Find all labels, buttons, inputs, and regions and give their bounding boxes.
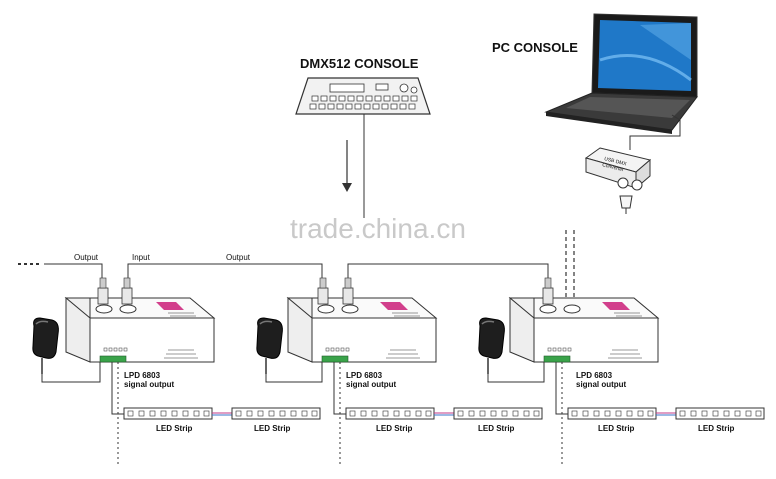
decoder-3-signal-label-1: LPD 6803: [576, 371, 613, 380]
decoder-1: [64, 277, 216, 363]
led-strip-4: [453, 407, 543, 420]
cable-label-output-1: Output: [74, 253, 99, 262]
led-strip-5: [567, 407, 657, 420]
decoder-2-signal-label-2: signal output: [346, 380, 397, 389]
decoder-2: [286, 277, 438, 363]
laptop-icon: [544, 13, 698, 134]
cable-label-input-1: Input: [132, 253, 151, 262]
bus-link-line-2: [347, 263, 549, 278]
led-strip-label-4: LED Strip: [478, 424, 515, 433]
bus-output-line-1: [44, 263, 103, 278]
decoder-1-signal-label-2: signal output: [124, 380, 175, 389]
led-strip-label-2: LED Strip: [254, 424, 291, 433]
signal-line-2: [333, 362, 346, 415]
decoder-1-signal-label-1: LPD 6803: [124, 371, 161, 380]
decoder-3-signal-label-2: signal output: [576, 380, 627, 389]
converter-plug: [619, 195, 633, 209]
power-adapter-1: [32, 317, 101, 383]
usb-dmx-converter: USB DMX Converter: [584, 147, 652, 191]
pc-console-title: PC CONSOLE: [492, 40, 578, 55]
led-strip-label-1: LED Strip: [156, 424, 193, 433]
led-strip-6: [675, 407, 765, 420]
usb-cable: [629, 114, 681, 150]
usb-converter-label-1: USB DMX: [604, 156, 628, 167]
bus-link-line-1: [127, 263, 323, 278]
dmx-console-title: DMX512 CONSOLE: [300, 56, 419, 71]
signal-arrow-head: [342, 183, 352, 192]
power-adapter-2: [256, 317, 323, 383]
led-strip-2: [231, 407, 321, 420]
usb-converter-label-2: Converter: [602, 162, 625, 173]
signal-line-1: [111, 362, 124, 415]
led-strip-label-6: LED Strip: [698, 424, 735, 433]
led-strip-3: [345, 407, 435, 420]
cable-label-output-2: Output: [226, 253, 251, 262]
led-strip-label-3: LED Strip: [376, 424, 413, 433]
led-strip-1: [123, 407, 213, 420]
decoder-3: [508, 277, 660, 363]
watermark: trade.china.cn: [290, 213, 466, 244]
decoder-2-signal-label-1: LPD 6803: [346, 371, 383, 380]
dmx-console-device: [295, 77, 431, 115]
power-adapter-3: [478, 317, 545, 383]
led-strip-label-5: LED Strip: [598, 424, 635, 433]
signal-line-3: [555, 362, 568, 415]
